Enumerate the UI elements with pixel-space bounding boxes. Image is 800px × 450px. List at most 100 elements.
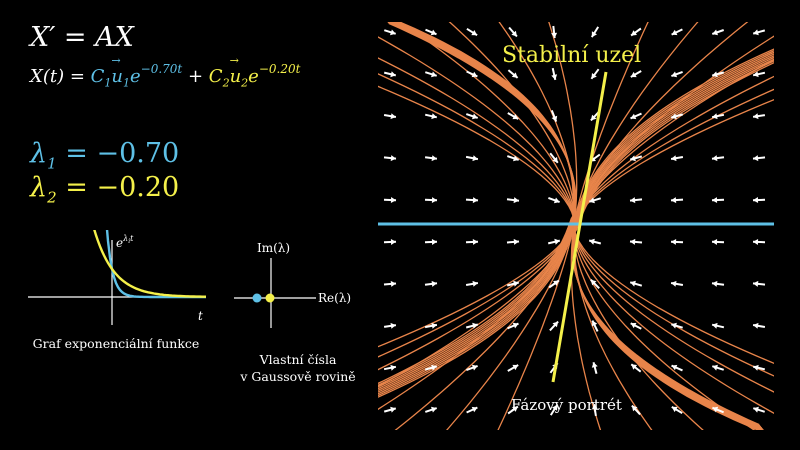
direction-arrow [508, 26, 518, 38]
direction-arrow [383, 113, 397, 120]
c2-symbol: C [208, 66, 223, 87]
direction-arrow [630, 363, 642, 373]
direction-arrow [671, 406, 683, 414]
direction-arrow [507, 69, 519, 79]
u2-subscript: 2 [241, 76, 249, 90]
lambda2-value: = −0.20 [56, 172, 180, 203]
direction-arrow [549, 320, 559, 332]
lambda2-subscript: 2 [47, 188, 57, 207]
direction-arrow [670, 239, 684, 245]
direction-arrow [424, 71, 438, 78]
phase-caption: Fázový portrét [511, 396, 622, 414]
exp-graph: eλit t [20, 230, 220, 325]
direction-arrow [670, 113, 684, 120]
direction-arrow [424, 197, 438, 203]
direction-arrow [506, 197, 520, 204]
c1-subscript: 1 [104, 76, 112, 90]
direction-arrow [671, 70, 683, 78]
term-1: C1u1e−0.70t [90, 54, 183, 90]
direction-arrow [424, 322, 438, 329]
exp-curve-lambda2 [93, 230, 206, 298]
streamline [378, 219, 575, 393]
phase-portrait: Stabilní uzel Fázový portrét [378, 22, 774, 430]
direction-arrow [590, 279, 600, 289]
direction-arrow [591, 361, 598, 375]
general-solution: X(t) = C1u1e−0.70t + C2u2e−0.20t [30, 54, 300, 90]
solution-lhs: X(t) = [30, 66, 91, 87]
exp-graph-y-label: eλit [116, 234, 134, 250]
lambda1-subscript: 1 [47, 154, 57, 173]
direction-arrow [711, 29, 725, 36]
direction-arrow [631, 404, 641, 416]
direction-arrow [752, 406, 766, 413]
direction-arrow [711, 113, 725, 120]
gauss-re-label: Re(λ) [318, 291, 351, 305]
direction-arrow [752, 197, 766, 203]
direction-arrow [752, 113, 766, 120]
direction-arrow [752, 71, 766, 78]
plus-sign: + [182, 66, 209, 87]
eigenvector-2-line [551, 71, 608, 383]
direction-arrow [383, 364, 397, 371]
direction-arrow [465, 113, 479, 120]
direction-arrow [551, 25, 558, 39]
direction-arrow [711, 280, 725, 287]
lambda1-symbol: λ [30, 138, 48, 169]
direction-arrow [711, 239, 725, 245]
direction-arrow [466, 70, 478, 78]
lambda1-label: λ1 = −0.70 [30, 138, 179, 172]
direction-arrow [752, 322, 766, 329]
gauss-caption-line1: Vlastní čísla [259, 352, 337, 367]
gauss-plane: Im(λ) Re(λ) [234, 241, 351, 328]
direction-arrow [551, 67, 558, 81]
direction-arrow [466, 364, 478, 372]
direction-arrow [671, 364, 683, 372]
u2-vector: u [230, 54, 242, 87]
direction-arrow [550, 110, 558, 122]
eigenvalue-lambda2-point [265, 293, 275, 303]
direction-arrow [711, 71, 725, 78]
direction-arrow [424, 239, 438, 245]
direction-arrow [670, 197, 684, 204]
c2-subscript: 2 [222, 76, 230, 90]
direction-arrow [752, 29, 766, 36]
direction-arrow [507, 112, 519, 120]
direction-arrow [506, 280, 520, 287]
direction-arrow [424, 406, 438, 413]
direction-arrow [466, 406, 478, 414]
streamline [570, 22, 649, 430]
direction-arrow [465, 280, 479, 287]
direction-arrow [671, 28, 683, 36]
direction-arrow [752, 364, 766, 371]
direction-arrow [383, 71, 397, 78]
direction-arrow [424, 280, 438, 287]
streamline [378, 214, 575, 386]
direction-arrow [383, 406, 397, 413]
lambda1-value: = −0.70 [56, 138, 180, 169]
direction-arrow [507, 364, 519, 372]
direction-arrow [630, 70, 642, 78]
direction-arrow [507, 322, 519, 330]
direction-arrow [711, 364, 725, 371]
streamline [572, 22, 699, 430]
direction-arrow [465, 155, 479, 162]
direction-arrow [425, 28, 437, 36]
direction-arrow [752, 239, 766, 245]
direction-arrow [591, 403, 598, 417]
direction-arrow [629, 280, 643, 287]
phase-title: Stabilní uzel [502, 43, 641, 68]
direction-arrow [548, 196, 560, 204]
direction-arrow [466, 27, 478, 37]
c1-symbol: C [90, 66, 105, 87]
direction-arrow [549, 404, 559, 416]
direction-arrow [424, 364, 438, 371]
u1-vector: u [111, 54, 123, 87]
u1-symbol: u [111, 66, 123, 87]
direction-arrow [591, 320, 599, 332]
direction-arrow [465, 197, 479, 204]
direction-arrow [590, 26, 600, 38]
streamline [378, 217, 575, 390]
direction-arrow [383, 280, 397, 287]
direction-arrow [711, 322, 725, 329]
streamline [388, 22, 577, 223]
